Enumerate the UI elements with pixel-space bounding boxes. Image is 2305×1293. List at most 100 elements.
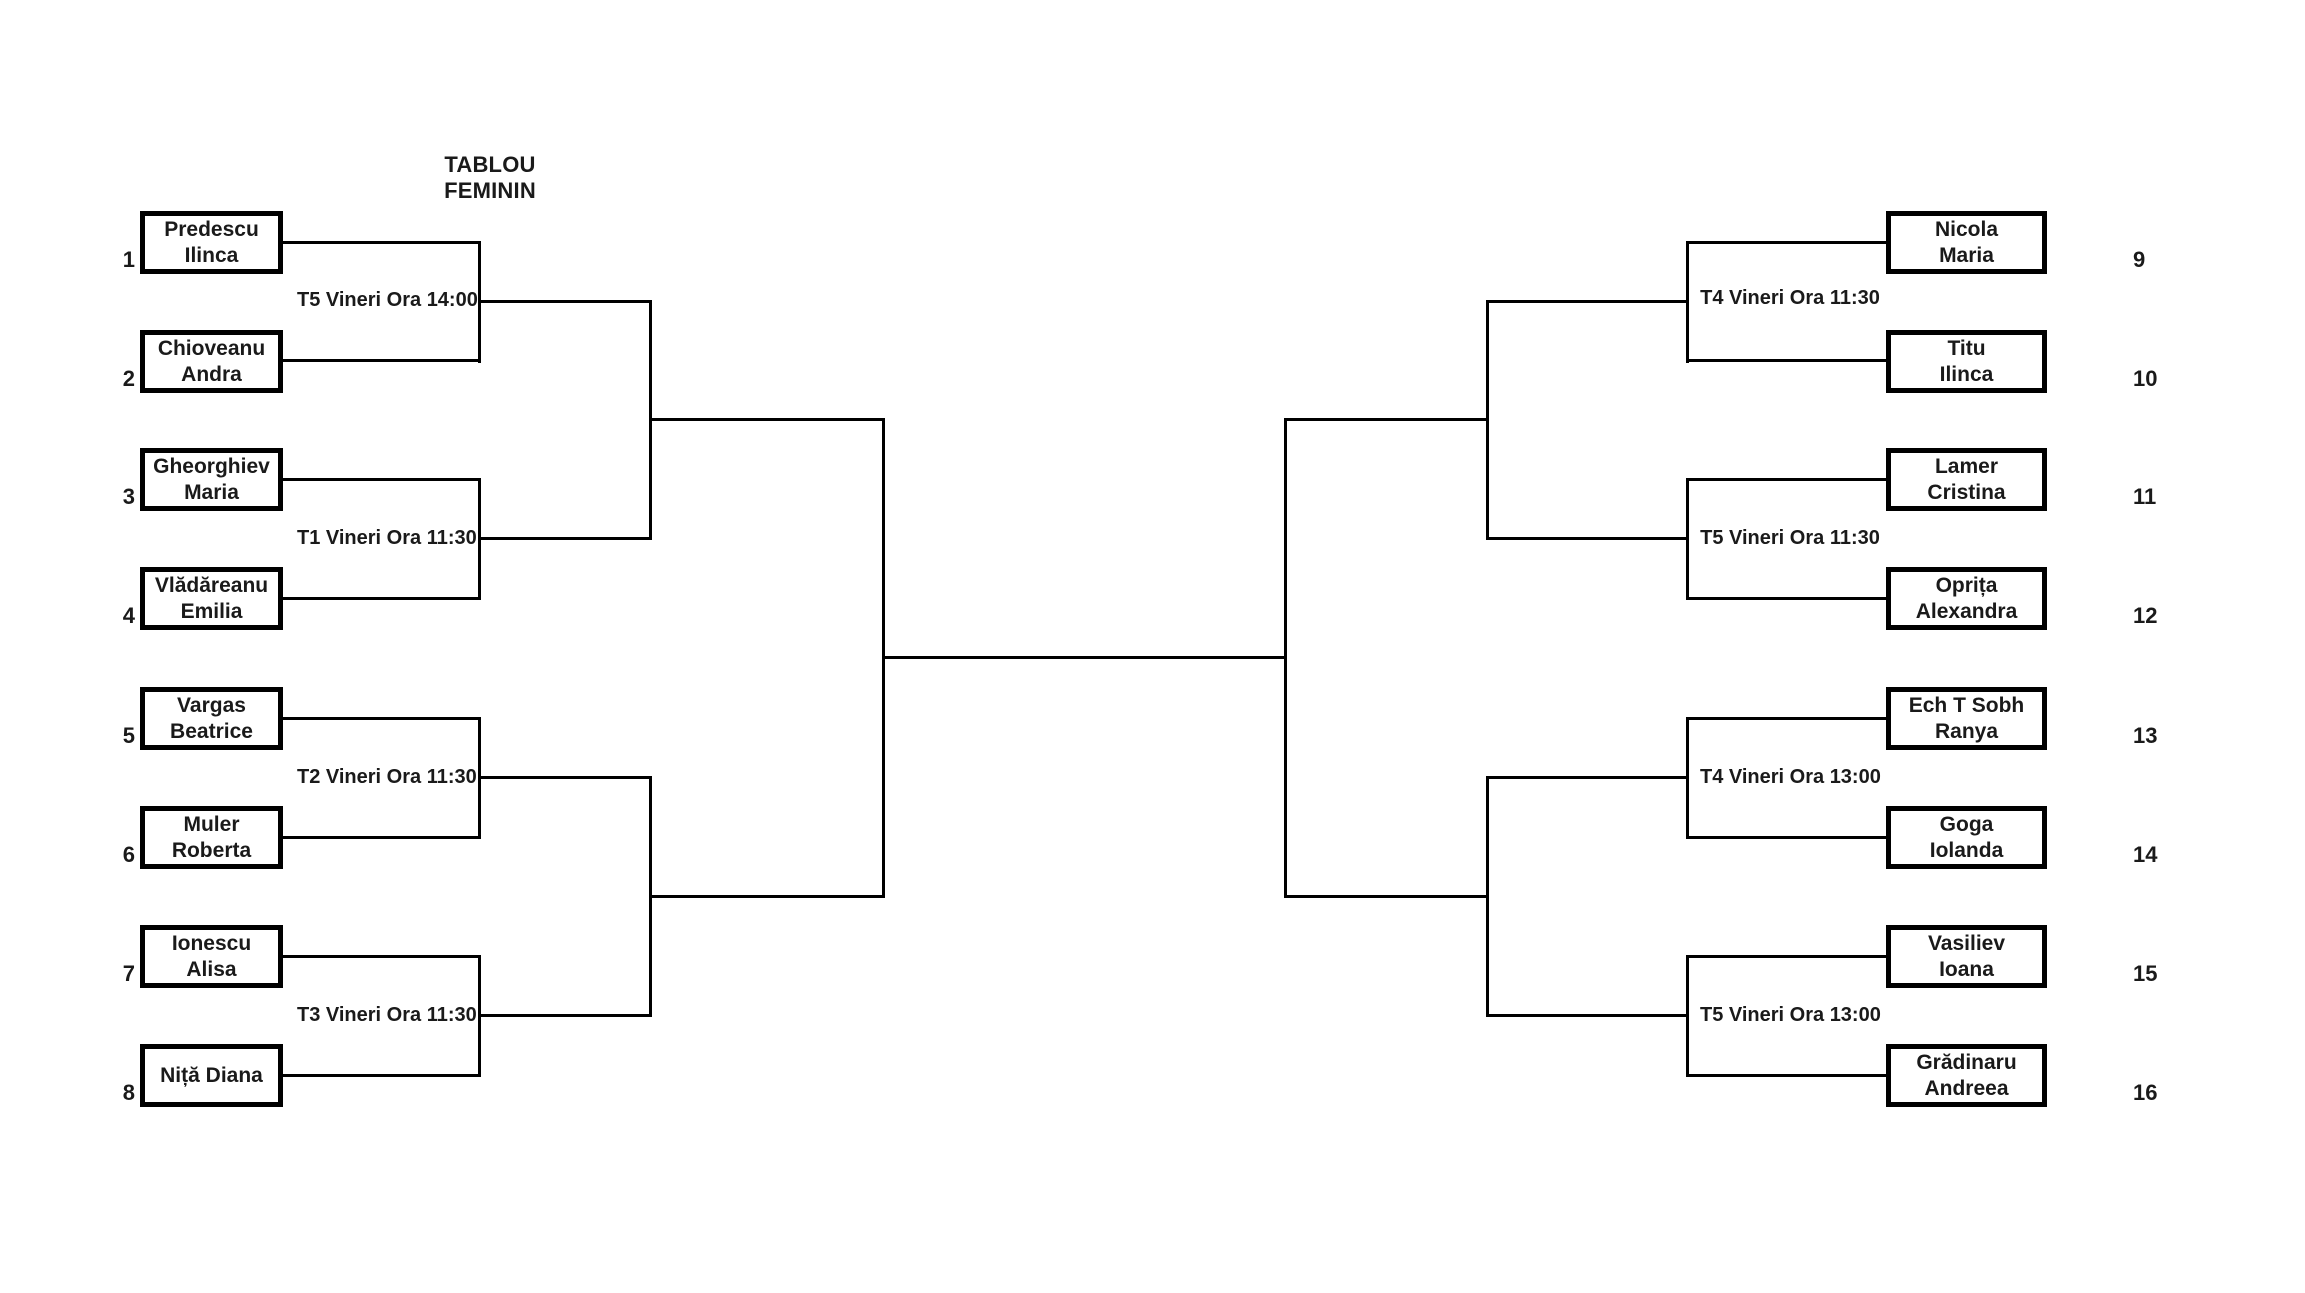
player-name-line: Muler	[183, 812, 240, 836]
player-box-15: Vasiliev Ioana	[1886, 925, 2047, 988]
seed-number: 8	[122, 1080, 135, 1105]
seed-number: 4	[122, 603, 135, 628]
player-name-line: Ilinca	[184, 243, 239, 267]
player-name-line: Grădinaru	[1916, 1050, 2017, 1074]
seed-number: 7	[122, 961, 135, 986]
player-name-line: Oprița	[1935, 573, 1998, 597]
player-box-1: Predescu Ilinca	[140, 211, 283, 274]
bracket-line	[1686, 597, 1886, 600]
bracket-line	[283, 478, 481, 481]
bracket-line	[649, 895, 885, 898]
player-box-8: Niță Diana	[140, 1044, 283, 1107]
player-name-line: Predescu	[164, 217, 259, 241]
player-box-11: Lamer Cristina	[1886, 448, 2047, 511]
player-name-line: Maria	[184, 480, 239, 504]
bracket-line	[1686, 1074, 1886, 1077]
bracket-line	[1686, 241, 1886, 244]
seed-number: 3	[122, 484, 135, 509]
bracket-line	[1486, 776, 1689, 779]
player-name-line: Ioana	[1939, 957, 1994, 981]
player-box-7: Ionescu Alisa	[140, 925, 283, 988]
bracket-line	[283, 597, 481, 600]
seed-number: 1	[122, 247, 135, 272]
player-box-12: Oprița Alexandra	[1886, 567, 2047, 630]
bracket-line	[283, 241, 481, 244]
player-name-line: Goga	[1939, 812, 1994, 836]
player-name-line: Iolanda	[1929, 838, 2004, 862]
player-name-line: Andra	[181, 362, 242, 386]
player-name-line: Emilia	[180, 599, 243, 623]
seed-number: 14	[2133, 842, 2158, 867]
player-name-line: Ilinca	[1939, 362, 1994, 386]
player-box-2: Chioveanu Andra	[140, 330, 283, 393]
player-box-10: Titu Ilinca	[1886, 330, 2047, 393]
bracket-line	[1686, 478, 1886, 481]
match-label: T4 Vineri Ora 13:00	[1700, 766, 1881, 788]
match-label: T3 Vineri Ora 11:30	[297, 1004, 477, 1026]
bracket-line	[882, 656, 1287, 659]
bracket-line	[1686, 717, 1886, 720]
bracket-line	[1686, 955, 1689, 1077]
bracket-line	[478, 300, 652, 303]
player-name-line: Gheorghiev	[153, 454, 270, 478]
player-name-line: Niță Diana	[160, 1063, 263, 1087]
player-box-3: Gheorghiev Maria	[140, 448, 283, 511]
player-name-line: Chioveanu	[157, 336, 266, 360]
player-name-line: Nicola	[1934, 217, 1999, 241]
bracket-line	[1686, 241, 1689, 363]
bracket-line	[1686, 836, 1886, 839]
bracket-line	[1486, 537, 1689, 540]
seed-number: 11	[2133, 484, 2157, 509]
player-box-13: Ech T Sobh Ranya	[1886, 687, 2047, 750]
match-label: T5 Vineri Ora 14:00	[297, 289, 478, 311]
bracket-line	[283, 1074, 481, 1077]
player-name-line: Maria	[1939, 243, 1994, 267]
bracket-line	[283, 359, 481, 362]
player-name-line: Vasiliev	[1927, 931, 2006, 955]
bracket-line	[1284, 895, 1489, 898]
seed-number: 13	[2133, 723, 2158, 748]
seed-number: 5	[122, 723, 135, 748]
bracket-line	[283, 955, 481, 958]
seed-number: 10	[2133, 366, 2158, 391]
seed-number: 12	[2133, 603, 2158, 628]
bracket-line	[1486, 300, 1689, 303]
bracket-line	[1686, 955, 1886, 958]
bracket-line	[1686, 717, 1689, 839]
player-box-16: Grădinaru Andreea	[1886, 1044, 2047, 1107]
match-label: T1 Vineri Ora 11:30	[297, 527, 477, 549]
bracket-line	[1486, 300, 1489, 540]
bracket-line	[1284, 418, 1287, 898]
player-name-line: Vlădăreanu	[154, 573, 269, 597]
seed-number: 2	[122, 366, 135, 391]
seed-number: 6	[122, 842, 135, 867]
bracket-line	[283, 836, 481, 839]
bracket-line	[1486, 1014, 1689, 1017]
player-box-6: Muler Roberta	[140, 806, 283, 869]
seed-number: 9	[2133, 247, 2146, 272]
bracket-title: TABLOU FEMININ	[444, 152, 536, 203]
player-name-line: Titu	[1947, 336, 1986, 360]
player-name-line: Andreea	[1924, 1076, 2009, 1100]
player-box-5: Vargas Beatrice	[140, 687, 283, 750]
bracket-line	[478, 776, 652, 779]
match-label: T4 Vineri Ora 11:30	[1700, 287, 1880, 309]
player-name-line: Alexandra	[1915, 599, 2018, 623]
player-box-9: Nicola Maria	[1886, 211, 2047, 274]
player-name-line: Roberta	[171, 838, 252, 862]
match-label: T5 Vineri Ora 11:30	[1700, 527, 1880, 549]
seed-number: 16	[2133, 1080, 2158, 1105]
bracket-line	[1686, 359, 1886, 362]
bracket-line	[478, 537, 652, 540]
seed-number: 15	[2133, 961, 2158, 986]
player-name-line: Lamer	[1934, 454, 1999, 478]
player-name-line: Alisa	[186, 957, 237, 981]
match-label: T5 Vineri Ora 13:00	[1700, 1004, 1881, 1026]
player-box-4: Vlădăreanu Emilia	[140, 567, 283, 630]
bracket-line	[649, 418, 885, 421]
bracket-line	[478, 1014, 652, 1017]
player-name-line: Vargas	[177, 693, 246, 717]
bracket-line	[283, 717, 481, 720]
bracket-line	[1486, 776, 1489, 1017]
